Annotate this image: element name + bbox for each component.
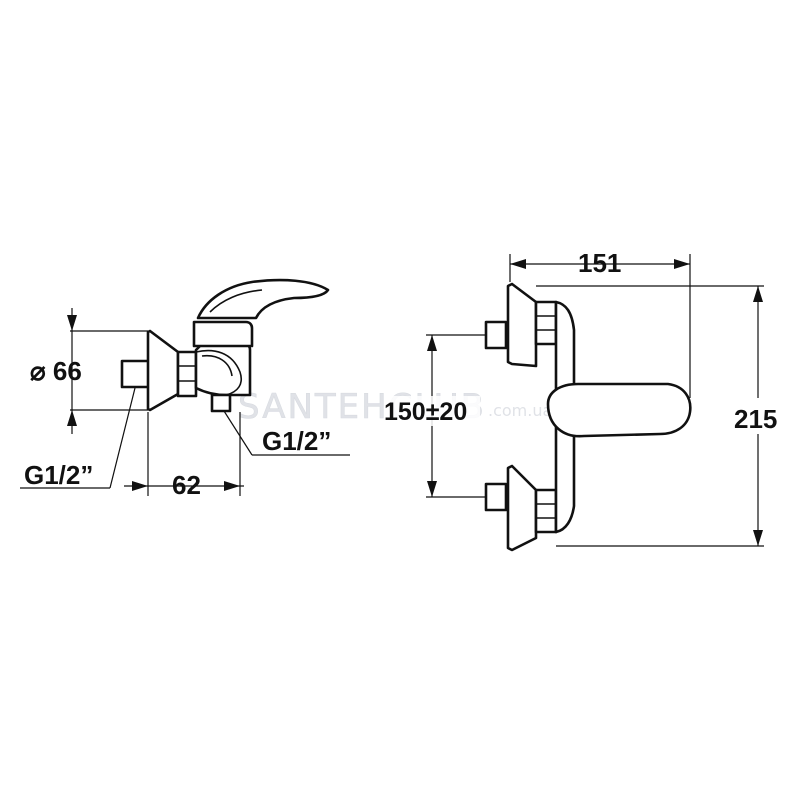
front-upper-flange	[506, 282, 538, 368]
diameter-arrow-bottom	[67, 410, 77, 426]
depth-arrow-left	[132, 481, 148, 491]
width-label: 151	[578, 248, 621, 278]
front-upper-nut	[534, 300, 558, 346]
side-mixer-body	[194, 342, 252, 397]
front-lower-nut	[534, 488, 558, 534]
width-arrow-left	[510, 259, 526, 269]
spacing-label: 150±20	[384, 398, 467, 426]
inlet-thread-label: G1/2”	[24, 460, 93, 490]
depth-arrow-right	[224, 481, 240, 491]
watermark-domain: .com.ua	[488, 401, 552, 420]
side-lever-handle	[196, 278, 330, 320]
front-view: 151 215 150±20	[384, 248, 782, 552]
side-outlet	[210, 393, 232, 413]
depth-label: 62	[172, 470, 201, 500]
diameter-arrow-top	[67, 315, 77, 331]
height-arrow-top	[753, 286, 763, 302]
side-hex-nut	[176, 350, 198, 398]
front-lower-pipe	[484, 482, 508, 512]
front-upper-pipe	[484, 320, 508, 350]
side-wall-flange	[146, 329, 180, 412]
front-lower-flange	[506, 464, 538, 552]
height-arrow-bottom	[753, 530, 763, 546]
diameter-label: ⌀ 66	[30, 356, 82, 386]
side-cartridge-housing	[192, 320, 254, 348]
spacing-arrow-bottom	[427, 481, 437, 497]
side-inlet-pipe	[120, 359, 152, 389]
spacing-arrow-top	[427, 335, 437, 351]
side-view: ⌀ 66 62 G1/2” G1/2”	[20, 278, 350, 500]
width-arrow-right	[674, 259, 690, 269]
outlet-thread-label: G1/2”	[262, 426, 331, 456]
height-label: 215	[734, 404, 777, 434]
front-lever-handle	[546, 382, 692, 438]
